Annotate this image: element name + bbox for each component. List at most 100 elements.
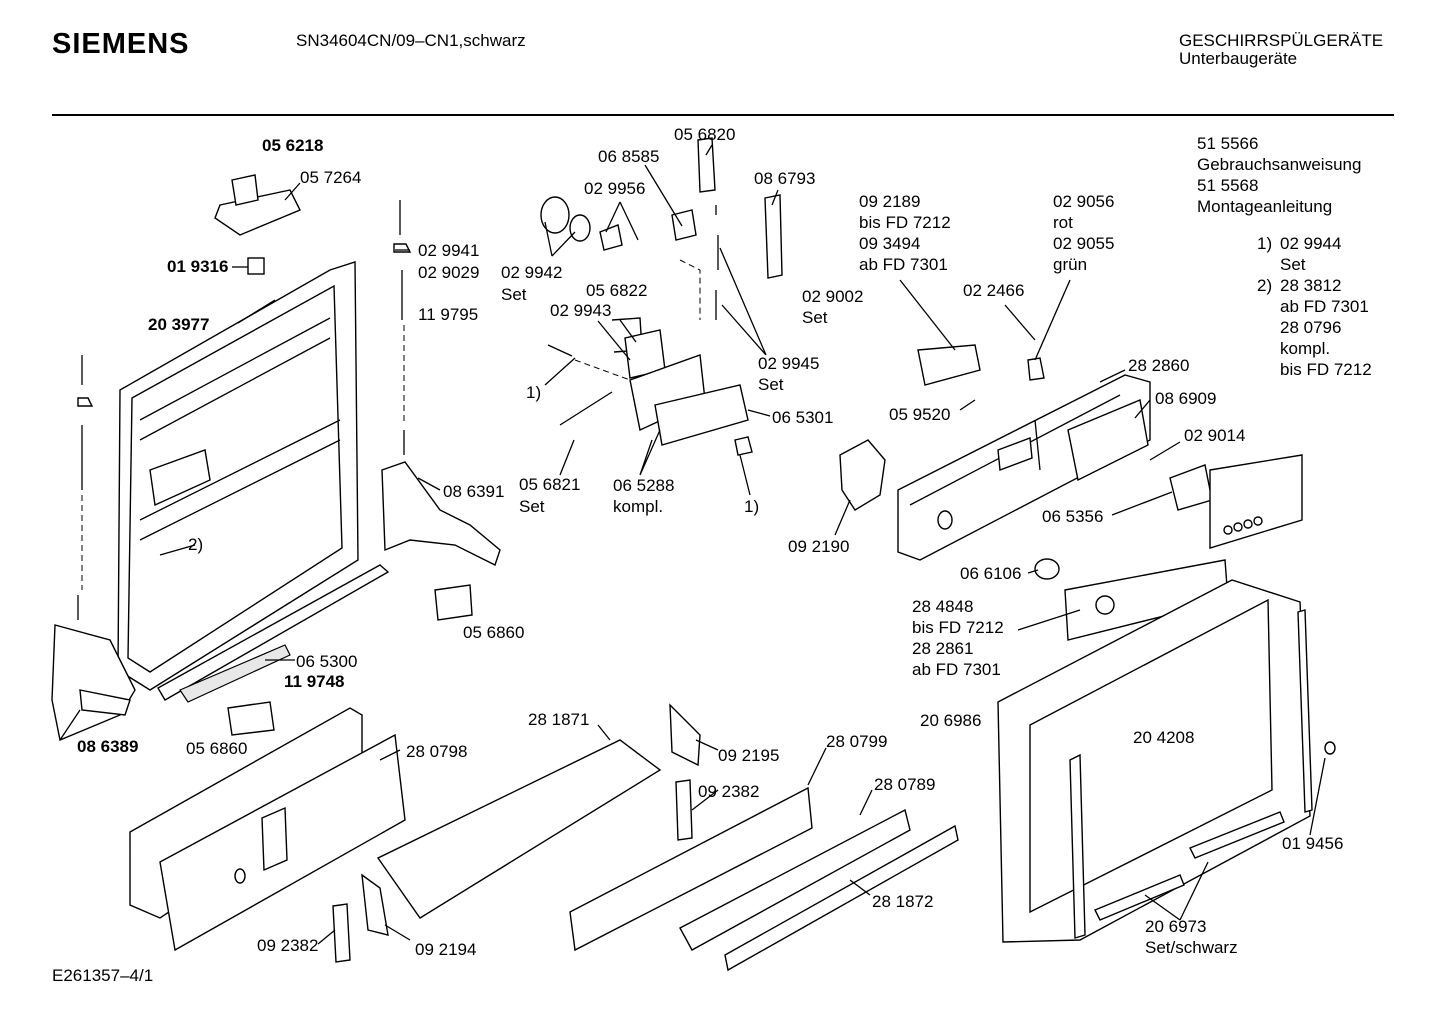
category-subtitle: Unterbaugeräte: [1179, 49, 1298, 68]
label-086793: 08 6793: [754, 169, 815, 188]
note2-part-alt: 28 0796: [1280, 318, 1341, 337]
note2-part: 28 3812: [1280, 276, 1341, 295]
lamp-022466: [1027, 357, 1045, 381]
label-206986: 20 6986: [920, 711, 981, 730]
door-bracket-056218: [214, 174, 301, 236]
label-note1-left: 1): [526, 383, 541, 402]
label-056822: 05 6822: [586, 281, 647, 300]
label-056821: 05 6821: [519, 475, 580, 494]
label-284848-bis: bis FD 7212: [912, 618, 1004, 637]
panel-280799: [569, 786, 813, 952]
brand-logo: SIEMENS: [52, 28, 190, 60]
label-056821-set: Set: [519, 497, 545, 516]
label-066106: 06 6106: [960, 564, 1021, 583]
label-056860-upper: 05 6860: [463, 623, 524, 642]
block-056860-lower: [227, 701, 275, 736]
leader-lines: [59, 144, 1326, 945]
note2-kompl: kompl.: [1280, 339, 1330, 358]
label-093494: 09 3494: [859, 234, 920, 253]
label-029945: 02 9945: [758, 354, 819, 373]
label-029942-set: Set: [501, 285, 527, 304]
knob-hole: [1095, 595, 1115, 615]
trim-206973-a: [1094, 874, 1185, 921]
clip-019316: [247, 257, 265, 275]
label-065288: 06 5288: [613, 476, 674, 495]
switch-086909: [1067, 399, 1149, 482]
label-029056-rot: rot: [1053, 213, 1073, 232]
drawing-code: E261357–4/1: [52, 966, 154, 985]
label-280789: 28 0789: [874, 775, 935, 794]
left-spring-assembly: [51, 355, 136, 741]
label-029002: 02 9002: [802, 287, 863, 306]
label-019316: 01 9316: [167, 257, 228, 276]
note1-marker: 1): [1257, 234, 1272, 253]
seal-119748: [179, 644, 291, 703]
label-note1-right: 1): [744, 497, 759, 516]
bracket-086793: [764, 194, 783, 279]
label-284848: 28 4848: [912, 597, 973, 616]
bracket-092195: [669, 703, 701, 767]
label-092382-left: 09 2382: [257, 936, 318, 955]
label-281872: 28 1872: [872, 892, 933, 911]
label-029055-gruen: grün: [1053, 255, 1087, 274]
label-029945-set: Set: [758, 375, 784, 394]
label-119748: 11 9748: [284, 672, 345, 691]
block-056860-upper: [434, 584, 473, 621]
panel-281871: [376, 739, 662, 919]
label-056820: 05 6820: [674, 125, 735, 144]
label-280798: 28 0798: [406, 742, 467, 761]
socket-065356: [1169, 464, 1213, 511]
middle-spring-assembly: [393, 200, 412, 455]
label-056860-lower: 05 6860: [186, 739, 247, 758]
label-092195: 09 2195: [718, 746, 779, 765]
label-065301: 06 5301: [772, 408, 833, 427]
label-092190: 09 2190: [788, 537, 849, 556]
bracket-092382-left: [332, 903, 351, 963]
label-059520: 05 9520: [889, 405, 950, 424]
label-282861: 28 2861: [912, 639, 973, 658]
label-280799: 28 0799: [826, 732, 887, 751]
label-092189: 09 2189: [859, 192, 920, 211]
label-092194: 09 2194: [415, 940, 476, 959]
base-panel-280798: [129, 707, 406, 952]
rail-280789: [679, 808, 911, 951]
side-trim-left: [1069, 753, 1086, 939]
label-065288-kompl: kompl.: [613, 497, 663, 516]
label-029956: 02 9956: [584, 179, 645, 198]
control-panel-282860: [897, 374, 1151, 561]
category-title: GESCHIRRSPÜLGERÄTE: [1179, 31, 1384, 50]
bracket-092382-right: [675, 779, 693, 841]
label-065356: 06 5356: [1042, 507, 1103, 526]
door-inner-frame: [117, 261, 359, 691]
label-281871: 28 1871: [528, 710, 589, 729]
note2-ab: ab FD 7301: [1280, 297, 1369, 316]
label-029002-set: Set: [802, 308, 828, 327]
fascia-panel: [1209, 454, 1303, 549]
label-093494-ab: ab FD 7301: [859, 255, 948, 274]
note2-bis: bis FD 7212: [1280, 360, 1372, 379]
label-note2: 2): [188, 535, 203, 554]
label-029056: 02 9056: [1053, 192, 1114, 211]
part-labels: 05 6218 05 7264 01 9316 20 3977 02 9941 …: [77, 125, 1372, 959]
label-057264: 05 7264: [300, 168, 361, 187]
label-065300: 06 5300: [296, 652, 357, 671]
connector-092189: [917, 344, 981, 386]
strip-065300: [157, 564, 390, 701]
label-022466: 02 2466: [963, 281, 1024, 300]
label-086391: 08 6391: [443, 482, 504, 501]
label-092382-right: 09 2382: [698, 782, 759, 801]
label-086389: 08 6389: [77, 737, 138, 756]
bracket-092194: [361, 873, 389, 936]
label-206973: 20 6973: [1145, 917, 1206, 936]
header-rule: [52, 114, 1394, 116]
label-068585: 06 8585: [598, 147, 659, 166]
label-515566: 51 5566: [1197, 134, 1258, 153]
label-029942: 02 9942: [501, 263, 562, 282]
lock-assembly: [540, 137, 753, 456]
label-029055: 02 9055: [1053, 234, 1114, 253]
label-092189-bis: bis FD 7212: [859, 213, 951, 232]
label-montageanleitung: Montageanleitung: [1197, 197, 1332, 216]
label-029029: 02 9029: [418, 263, 479, 282]
label-119795: 11 9795: [418, 305, 478, 324]
